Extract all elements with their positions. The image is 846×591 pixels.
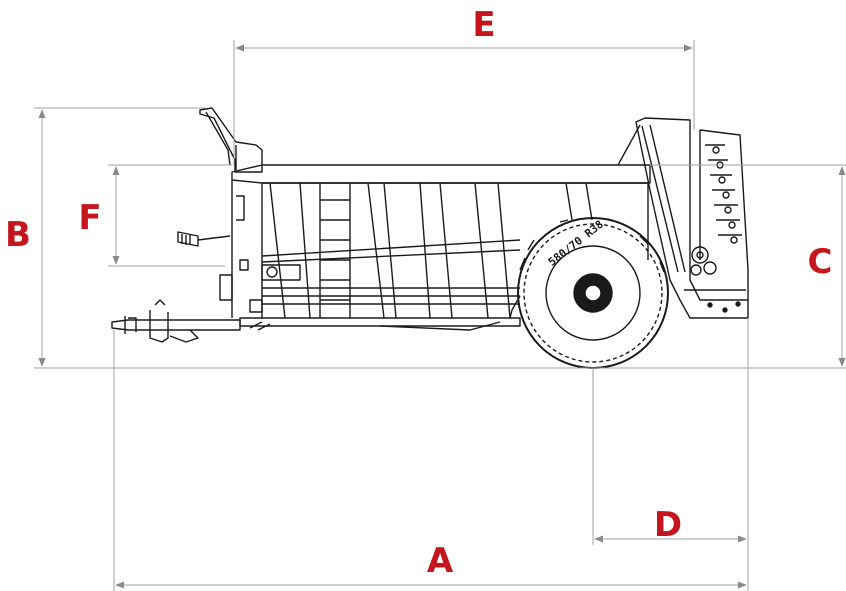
chassis-drawbar [111,299,521,343]
manure-spreader-drawing [111,107,749,369]
label-e: E [472,5,495,45]
tire-size-text: 580/70 R38 [546,218,606,269]
tire-marking: 580/70 R38 [546,218,606,269]
front-hood [199,107,263,173]
dimension-labels: E B F C D A [5,5,832,581]
wheel [517,217,669,369]
label-f: F [78,198,101,238]
label-b: B [5,215,31,255]
label-a: A [427,541,454,581]
dimension-lines [34,40,846,591]
spreader-body [177,124,651,319]
rear-beater-unit [635,117,749,319]
label-d: D [654,505,682,545]
label-c: C [808,242,833,282]
